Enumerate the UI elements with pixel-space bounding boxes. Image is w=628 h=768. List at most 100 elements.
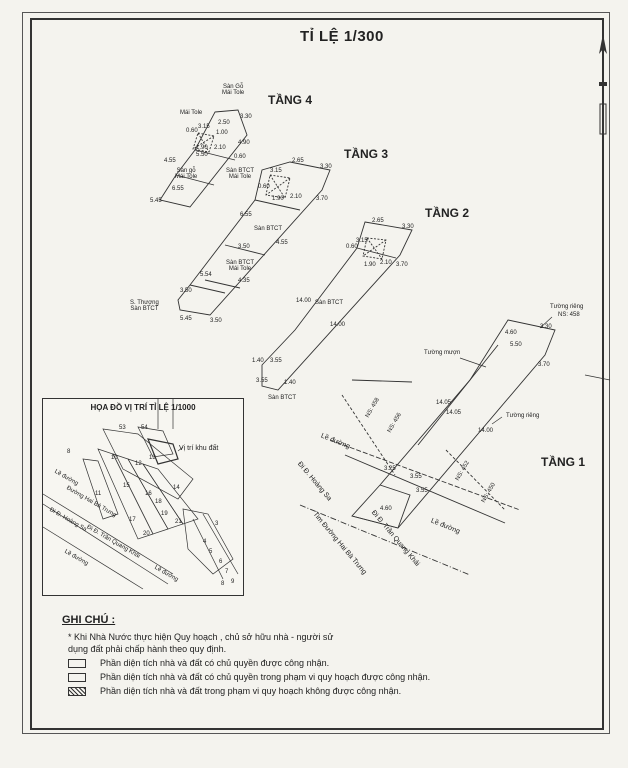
dim-t2: 3.55 <box>256 378 268 384</box>
dim-t3: 5.45 <box>180 316 192 322</box>
dim-t2: 14.00 <box>330 322 346 328</box>
dim-t4: 5.50 <box>196 152 208 158</box>
dim-t1: 5.50 <box>510 342 522 348</box>
lot-number: 8 <box>67 449 71 455</box>
lot-number: 5 <box>209 549 213 555</box>
floor-4-label: TẦNG 4 <box>268 93 313 107</box>
lot-number: 3 <box>215 521 219 527</box>
lot-number: 4 <box>203 539 207 545</box>
curb-line-top <box>329 439 521 511</box>
dim-t4: 4.55 <box>164 158 176 164</box>
dim-t1: 4.60 <box>380 506 392 512</box>
dim-t1: 3.55 <box>416 488 428 494</box>
curb-line-bottom <box>344 454 506 524</box>
dim-t4: 3.15 <box>198 124 210 130</box>
legend-row-1: Phần diện tích nhà và đất có chủ quyền đ… <box>68 658 582 668</box>
dim-t3: 3.50 <box>238 244 250 250</box>
dim-t2: 0.60 <box>346 244 358 250</box>
floor4-divider <box>175 174 215 186</box>
dim-t3: 3.15 <box>270 168 282 174</box>
lot-number: 21 <box>175 519 182 525</box>
floor1-wall-line <box>417 344 499 446</box>
dim-t1: 14.00 <box>478 428 494 434</box>
dim-t2: 3.70 <box>396 262 408 268</box>
neighbor-boundary-right <box>445 449 506 511</box>
lot-number: 12 <box>135 461 142 467</box>
dim-t3: 2.10 <box>290 194 302 200</box>
floor1-step <box>379 484 411 529</box>
dim-t1: 14.05 <box>436 400 452 406</box>
label-san-btct-f3: Sàn BTCT <box>254 226 283 232</box>
location-map-drawing <box>43 399 239 590</box>
floor2-outline <box>261 221 413 391</box>
dim-t3: 0.60 <box>258 184 270 190</box>
road-center <box>299 504 471 576</box>
label-san-btct-mai-tole-2: Sàn BTCT Mái Tole <box>226 260 255 272</box>
dim-t3: 6.55 <box>240 212 252 218</box>
label-tuong-muon: Tường mượn <box>424 350 461 356</box>
dim-t2: 1.40 <box>284 380 296 386</box>
dim-t3: 3.70 <box>316 196 328 202</box>
scale-title: TỈ LỆ 1/300 <box>300 28 384 45</box>
lot-number: 14 <box>173 485 180 491</box>
dim-t1: 3.70 <box>538 362 550 368</box>
label-tuong-rieng: Tường riêng <box>506 413 540 419</box>
lot-number: 6 <box>219 559 223 565</box>
inner-frame <box>30 18 604 730</box>
dim-t2: 14.00 <box>296 298 312 304</box>
dim-t4: 5.45 <box>150 198 162 204</box>
label-san-go-mai-tole: Sàn Gỗ Mái Tole <box>222 84 245 96</box>
dim-t3: 4.35 <box>238 278 250 284</box>
legend-row-2: Phần diện tích nhà và đất có chủ quyền t… <box>68 672 582 682</box>
dim-t4: 0.60 <box>234 154 246 160</box>
label-san-go-mai-tole-2: Sàn gỗ Mái Tole <box>175 168 198 180</box>
dim-t2: 1.40 <box>252 358 264 364</box>
location-map-vi-tri: Vị trí khu đất <box>179 445 219 452</box>
notes-section: GHI CHÚ : * Khi Nhà Nước thực hiện Quy h… <box>62 614 582 696</box>
dim-t2: 3.55 <box>270 358 282 364</box>
floor-2-label: TẦNG 2 <box>425 206 470 220</box>
dim-t2: 3.15 <box>356 238 368 244</box>
label-mai-tole: Mái Tole <box>180 110 203 116</box>
legend-swatch-planning-unrecognized <box>68 686 86 696</box>
floor3-outline <box>177 161 331 316</box>
lot-number: 54 <box>141 425 148 431</box>
dim-t3: 3.50 <box>180 288 192 294</box>
lot-number: 17 <box>129 517 136 523</box>
label-san-btct-mai-tole: Sàn BTCT Mái Tole <box>226 168 255 180</box>
dim-t1: 14.05 <box>446 410 462 416</box>
dim-t4: 1.90 <box>196 145 208 151</box>
dim-t1: 3.30 <box>540 324 552 330</box>
lot-number: 20 <box>143 531 150 537</box>
location-map: HỌA ĐỒ VỊ TRÍ TỈ LỆ 1/1000 <box>42 398 244 596</box>
label-tuong-rieng-top: Tường riêng <box>550 304 584 310</box>
lot-number: 15 <box>123 483 130 489</box>
dim-t2: 2.10 <box>380 260 392 266</box>
legend-text-2: Phần diện tích nhà và đất có chủ quyền t… <box>100 672 431 682</box>
dim-t4: 0.60 <box>186 128 198 134</box>
legend-row-3: Phần diện tích nhà và đất trong phạm vi … <box>68 686 582 696</box>
legend-text-3: Phần diện tích nhà và đất trong phạm vi … <box>100 686 402 696</box>
lot-number: 19 <box>161 511 168 517</box>
dim-t4: 4.90 <box>238 140 250 146</box>
dim-t4: 3.30 <box>240 114 252 120</box>
legend-swatch-planning-recognized <box>68 672 86 682</box>
notes-line-1: * Khi Nhà Nước thực hiện Quy hoạch , chủ… <box>68 632 334 642</box>
floor3-stair <box>265 174 291 199</box>
floor-1-label: TẦNG 1 <box>541 455 586 469</box>
notes-line-2: dụng đất phải chấp hành theo quy định. <box>68 644 227 654</box>
lot-number: 7 <box>225 569 229 575</box>
notes-title: GHI CHÚ : <box>62 614 116 626</box>
dim-t2: 3.30 <box>402 224 414 230</box>
dim-t3: 5.54 <box>200 272 212 278</box>
dim-t4: 6.55 <box>172 186 184 192</box>
dim-t2: 2.65 <box>372 218 384 224</box>
dim-t1: 4.60 <box>505 330 517 336</box>
dim-t1: 3.25 <box>384 466 396 472</box>
lot-number: 13 <box>149 455 156 461</box>
lot-number: 11 <box>95 491 102 497</box>
label-ns458-top: NS: 458 <box>558 312 580 318</box>
lot-number: 9 <box>231 579 235 585</box>
label-san-btct-bottom: Sàn BTCT <box>268 395 297 401</box>
